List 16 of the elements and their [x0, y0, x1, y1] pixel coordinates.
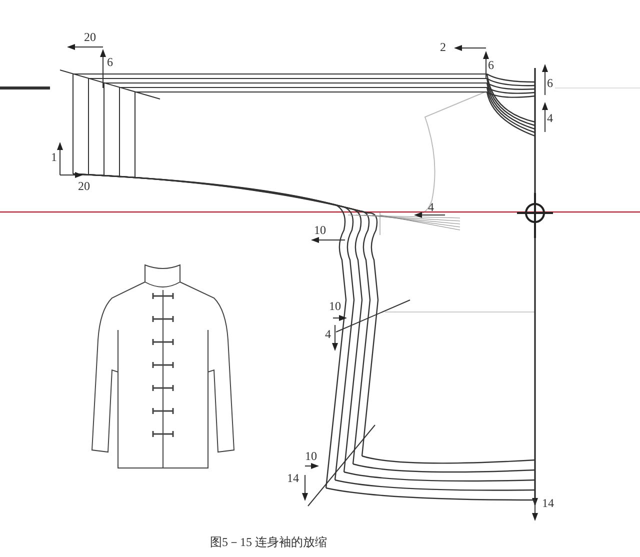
dimension-value: 1 [51, 151, 57, 163]
figure-caption: 图5－15 连身袖的放缩 [210, 534, 327, 551]
dimension-value: 10 [329, 300, 341, 312]
dimension-value: 6 [488, 59, 494, 71]
dimension-value: 10 [305, 450, 317, 462]
dimension-value: 6 [547, 77, 553, 89]
dimension-value: 20 [84, 31, 96, 43]
dimension-value: 4 [325, 328, 331, 340]
dimension-value: 4 [547, 112, 553, 124]
dimension-value: 6 [107, 56, 113, 68]
dimension-value: 10 [314, 224, 326, 236]
dimension-value: 14 [542, 497, 554, 509]
dimension-value: 2 [440, 41, 446, 53]
dimension-value: 14 [287, 472, 299, 484]
dimension-value: 20 [78, 180, 90, 192]
dimension-value: 4 [428, 201, 434, 213]
